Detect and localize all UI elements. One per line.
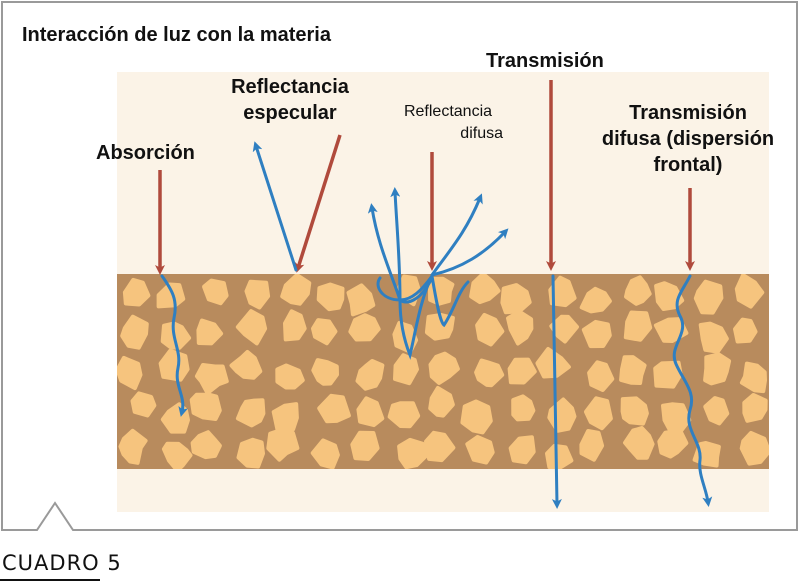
material-grain	[703, 352, 732, 386]
material-grain	[158, 348, 190, 382]
material-grain	[742, 393, 768, 423]
material-grain	[623, 426, 655, 460]
absorcion-path	[160, 274, 189, 417]
material-grain	[581, 319, 612, 349]
material-grain	[506, 309, 534, 346]
material-grain	[271, 402, 299, 432]
material-grain	[661, 402, 692, 435]
material-grain	[587, 360, 615, 392]
material-grain	[703, 396, 730, 426]
material-grain	[739, 361, 767, 394]
material-grain	[460, 399, 493, 435]
material-grain	[118, 428, 148, 465]
material-grain	[693, 279, 724, 315]
material-grain	[236, 437, 265, 469]
caption-underline	[0, 579, 100, 581]
material-grain	[474, 358, 505, 388]
difusa-ray-2	[390, 187, 402, 302]
light-paths	[160, 141, 713, 509]
especular-incident-arrow	[294, 134, 342, 273]
difusa-ray-4	[430, 228, 509, 277]
material-grain	[549, 314, 579, 344]
material-grain	[283, 309, 307, 342]
material-grain	[355, 359, 385, 391]
material-grain	[317, 393, 351, 424]
label-reflectancia-especular: Reflectancia especular	[231, 76, 349, 124]
material-grain	[346, 283, 376, 317]
material-grain	[469, 274, 501, 305]
label-transmision: Transmisión	[486, 50, 604, 72]
material-grain	[623, 310, 653, 342]
material-grain	[654, 281, 685, 311]
difusa-ray-1	[367, 203, 402, 302]
difusa-internal-path	[376, 274, 470, 360]
material-grain	[583, 396, 613, 431]
frame	[1, 1, 798, 531]
material-grain	[465, 435, 495, 465]
material-grain	[507, 357, 537, 385]
material-grain	[120, 314, 149, 350]
material-grain	[194, 363, 229, 396]
difusa-ray-3	[430, 193, 483, 277]
material-grain	[190, 430, 222, 460]
material-grain	[657, 429, 689, 459]
material-grain	[548, 275, 577, 308]
material-grain	[428, 351, 460, 385]
material-grain	[235, 309, 268, 346]
material-grain	[619, 355, 647, 385]
material-grain	[356, 396, 385, 428]
transmision-arrow	[551, 274, 562, 509]
material-grain	[316, 282, 345, 312]
material-grain	[545, 443, 574, 469]
material-grain	[393, 353, 419, 386]
material-grain	[620, 396, 649, 426]
material-grain	[350, 430, 380, 461]
material-grain	[229, 349, 263, 380]
incident-arrows	[155, 80, 695, 275]
material-grain	[196, 318, 224, 346]
material-grain	[500, 283, 532, 315]
material-grain	[739, 430, 769, 466]
material-grain	[189, 392, 222, 421]
material-grain	[424, 430, 456, 463]
figure-caption: CUADRO 5	[2, 551, 122, 575]
material-grain	[387, 401, 421, 429]
material-grain	[117, 355, 143, 391]
label-reflectancia-difusa: Reflectancia difusa	[403, 103, 503, 142]
transmision-difusa-path	[672, 274, 713, 507]
material-grains	[117, 274, 769, 469]
material-grain	[698, 321, 729, 354]
material-grain	[122, 277, 151, 307]
material-grain	[508, 435, 536, 465]
material-grain	[310, 438, 340, 469]
material-grain	[244, 279, 271, 310]
material-grain	[280, 274, 312, 306]
label-absorcion: Absorción	[96, 142, 195, 164]
especular-reflected-arrow	[252, 141, 298, 272]
material-grain	[428, 386, 455, 418]
material-grain	[275, 363, 305, 390]
material-grain	[475, 312, 505, 347]
material-grain	[161, 441, 193, 469]
material-grain	[348, 313, 381, 342]
diagram-title: Interacción de luz con la materia	[22, 24, 331, 46]
material-grain	[397, 437, 430, 469]
material-grain	[733, 317, 758, 344]
material-grain	[311, 358, 339, 386]
label-transmision-difusa: Transmisión difusa (dispersión frontal)	[601, 102, 775, 176]
material-grain	[202, 278, 229, 306]
material-grain	[579, 286, 612, 314]
material-grain	[235, 398, 266, 428]
material-grain	[734, 274, 765, 309]
material-grain	[130, 391, 157, 418]
material-grain	[624, 275, 652, 306]
material-grain	[311, 318, 338, 346]
material-grain	[511, 394, 536, 422]
material-grain	[653, 360, 683, 389]
material-grain	[653, 317, 689, 343]
material-grain	[579, 429, 605, 462]
material-grain	[266, 428, 300, 462]
